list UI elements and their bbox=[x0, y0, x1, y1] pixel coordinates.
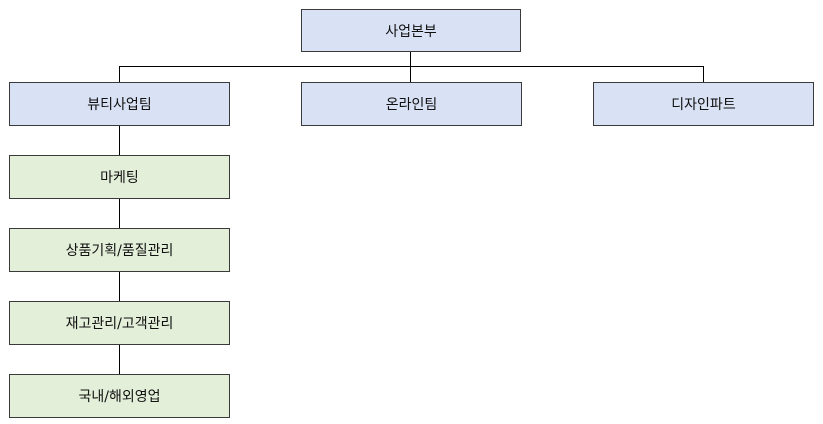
connector-design bbox=[703, 66, 704, 82]
node-sales: 국내/해외영업 bbox=[9, 374, 230, 418]
connector-sales bbox=[119, 344, 120, 374]
connector-marketing bbox=[119, 125, 120, 155]
node-design-part: 디자인파트 bbox=[593, 82, 814, 126]
node-marketing: 마케팅 bbox=[9, 155, 230, 199]
connector-root bbox=[410, 51, 411, 67]
node-beauty-team: 뷰티사업팀 bbox=[9, 82, 230, 126]
node-business-division: 사업본부 bbox=[301, 9, 521, 52]
connector-online bbox=[410, 66, 411, 82]
node-planning-quality: 상품기획/품질관리 bbox=[9, 228, 230, 272]
connector-beauty bbox=[119, 66, 120, 82]
node-inventory-customer: 재고관리/고객관리 bbox=[9, 301, 230, 345]
connector-inventory bbox=[119, 271, 120, 301]
connector-planning bbox=[119, 198, 120, 228]
node-online-team: 온라인팀 bbox=[301, 82, 522, 126]
connector-team-bar bbox=[119, 66, 704, 67]
